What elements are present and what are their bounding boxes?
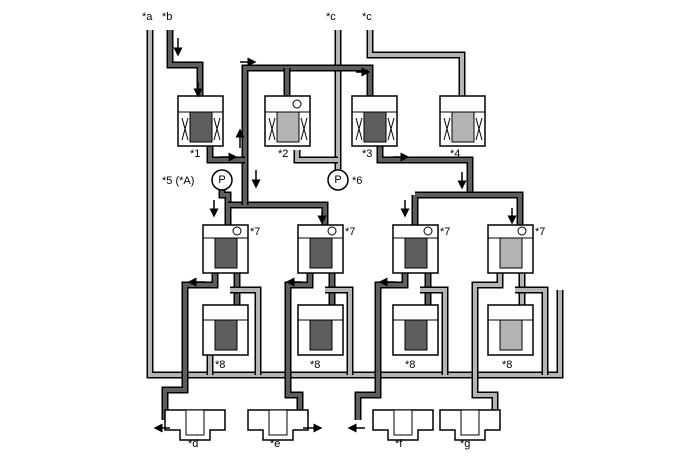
valve-4 <box>439 95 486 147</box>
label-a: *a <box>142 11 153 23</box>
svg-text:P: P <box>218 174 225 186</box>
label-8-1: *8 <box>215 359 225 371</box>
label-b: *b <box>162 11 172 23</box>
label-8-2: *8 <box>310 359 320 371</box>
label-5: *5 (*A) <box>162 175 194 187</box>
pump-6: P <box>327 169 349 191</box>
cylinder-d <box>164 409 226 441</box>
label-3: *3 <box>362 148 372 160</box>
valve-7-2 <box>297 224 344 274</box>
valve-3 <box>351 95 398 147</box>
label-6: *6 <box>352 175 362 187</box>
line-c2 <box>366 30 466 100</box>
line-distributor-right <box>411 191 524 225</box>
valve-1 <box>177 95 224 147</box>
valve-8-1 <box>202 304 249 356</box>
pump-5: P <box>211 169 233 191</box>
valve-7-1 <box>202 224 249 274</box>
valve-7-4 <box>487 224 534 274</box>
line-distributor-left <box>224 201 329 225</box>
label-4: *4 <box>450 148 460 160</box>
valve-8-3 <box>392 304 439 356</box>
label-f: *f <box>395 438 403 450</box>
valve-8-2 <box>297 304 344 356</box>
label-c1: *c <box>326 11 336 23</box>
label-g: *g <box>460 438 470 450</box>
label-7-2: *7 <box>345 226 355 238</box>
label-d: *d <box>188 438 198 450</box>
valve-2 <box>264 95 311 147</box>
cylinder-g <box>439 409 501 441</box>
label-8-3: *8 <box>405 359 415 371</box>
label-7-3: *7 <box>440 226 450 238</box>
valve-8-4 <box>487 304 534 356</box>
label-8-4: *8 <box>502 359 512 371</box>
label-7-1: *7 <box>250 226 260 238</box>
flow-arrows <box>153 38 517 433</box>
label-e: *e <box>270 438 280 450</box>
label-2: *2 <box>278 148 288 160</box>
valve-7-3 <box>392 224 439 274</box>
label-c2: *c <box>362 11 372 23</box>
cylinder-f <box>372 409 434 441</box>
cylinder-e <box>247 409 309 441</box>
label-7-4: *7 <box>535 226 545 238</box>
label-1: *1 <box>190 148 200 160</box>
svg-text:P: P <box>334 174 341 186</box>
